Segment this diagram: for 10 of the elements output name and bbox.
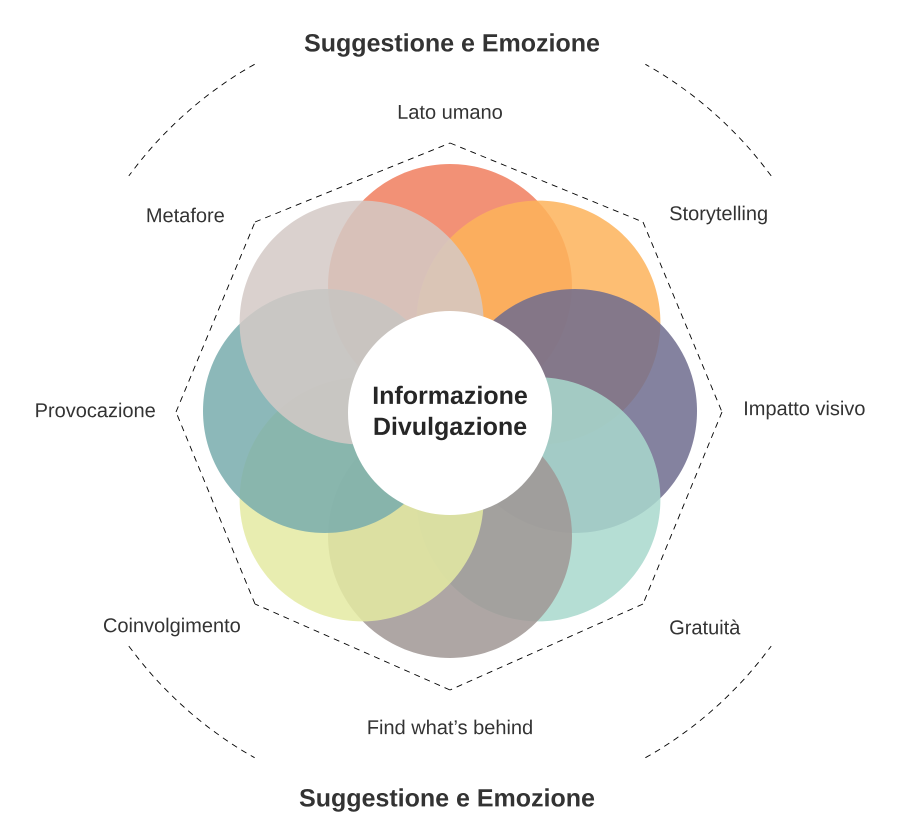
category-label: Lato umano bbox=[398, 105, 502, 119]
category-label: Coinvolgimento bbox=[104, 618, 240, 636]
category-label: Find what’s behind bbox=[368, 720, 532, 734]
arc-heading: Suggestione e Emozione bbox=[300, 788, 594, 812]
category-label: Provocazione bbox=[36, 402, 155, 418]
category-label: Impatto visivo bbox=[745, 400, 865, 420]
category-label: Gratuità bbox=[670, 620, 740, 634]
arc-heading: Suggestione e Emozione bbox=[304, 33, 600, 57]
category-label: Metafore bbox=[148, 208, 224, 222]
category-label: Storytelling bbox=[670, 206, 767, 224]
